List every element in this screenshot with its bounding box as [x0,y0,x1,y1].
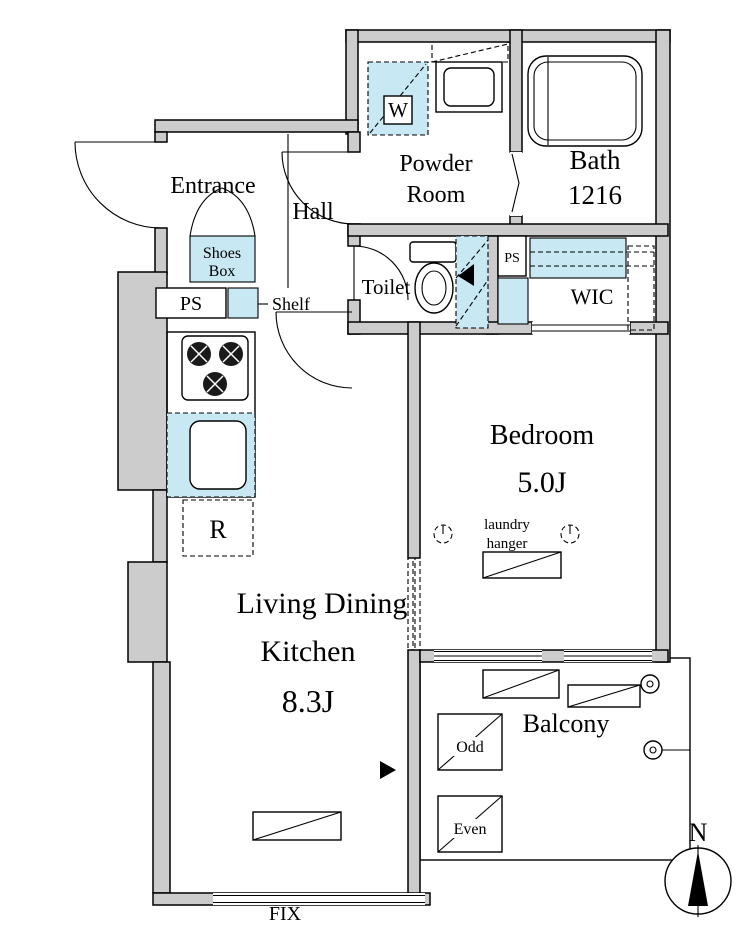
balcony-area: Odd Even Balcony [419,657,691,861]
north-arrow-icon [688,851,708,906]
bath-folding-door [510,152,522,216]
balcony-drain-top [640,674,660,694]
wic-opening [532,322,630,334]
kitchen: R [166,331,256,557]
washer-label: W [388,98,408,122]
balcony-hatch-1 [482,669,560,699]
bedroom-window-left [434,650,542,662]
bedroom-label: Bedroom [490,420,594,451]
kitchen-sink [166,412,256,498]
floor-hatch [252,811,342,841]
powder-room-label-2: Room [407,182,466,208]
bath-room: Bath 1216 [527,55,643,210]
toilet-fixture [409,241,457,314]
wic-area: PS WIC [497,235,655,331]
vanity-sink [435,61,503,113]
bath-size-label: 1216 [568,180,622,210]
ps-wet-label: PS [504,251,520,266]
balcony-label: Balcony [523,709,610,738]
pipe-space-wet: PS [497,235,527,277]
pole-odd-label: Odd [456,739,484,756]
ldk-area-label: 8.3J [282,683,334,719]
compass: N [664,818,732,917]
fix-window [213,893,425,905]
wic-label: WIC [571,284,614,309]
ldk: Living Dining Kitchen 8.3J FIX [237,587,408,925]
walls [117,29,671,906]
shoes-box: Shoes Box [189,187,256,283]
fridge-label: R [209,515,227,544]
overhead-cabinet [431,41,509,63]
balcony-drain-side [643,740,690,760]
washer-pan: W [367,61,429,136]
pointer-triangle-icon [380,761,396,779]
entrance-door [74,141,162,229]
bathtub [527,55,643,147]
ldk-label-1: Living Dining [237,587,408,620]
powder-room: W Powder Room [367,41,509,208]
powder-room-label-1: Powder [399,151,472,177]
wic-shelf-top [529,237,627,279]
compass-north-label: N [689,818,708,847]
stove [181,335,249,401]
laundry-pole-even: Even [437,795,503,853]
ldk-bedroom-sliding-door [407,557,421,651]
shelf-label: Shelf [272,294,310,314]
bedroom: Bedroom 5.0J laundry hanger [433,420,594,579]
powder-room-door [281,151,355,225]
direction-arrow-icon [458,264,474,286]
balcony-hatch-2 [567,684,641,708]
laundry-hanger: laundry hanger [433,517,580,579]
refrigerator-space: R [182,499,254,557]
laundry-hanger-label-2: hanger [487,536,528,552]
pole-even-label: Even [454,821,487,838]
laundry-pole-odd: Odd [437,713,503,771]
bath-label: Bath [570,145,621,175]
ldk-label-2: Kitchen [261,635,356,668]
shoes-box-label-1: Shoes [203,245,241,262]
laundry-hanger-label-1: laundry [484,517,530,533]
entrance-label: Entrance [170,173,255,199]
toilet-side-cabinet [455,235,489,329]
toilet-room: Toilet [362,235,489,329]
hall-ldk-door [275,311,353,389]
hall-label: Hall [292,199,334,225]
ps-entrance-label: PS [180,293,202,315]
pipe-space-entrance: PS [155,287,227,319]
wic-shelf-low [497,277,529,325]
wic-hanger-zone [627,245,655,331]
bedroom-window-right [564,650,652,662]
shelf: Shelf [227,287,310,319]
toilet-label: Toilet [362,275,411,299]
bedroom-area-label: 5.0J [517,466,567,499]
fix-window-label: FIX [269,903,302,925]
shoes-box-label-2: Box [209,263,236,280]
entrance-hall: Shoes Box PS Shelf Entrance Hall [155,134,334,319]
toilet-door [353,245,409,301]
